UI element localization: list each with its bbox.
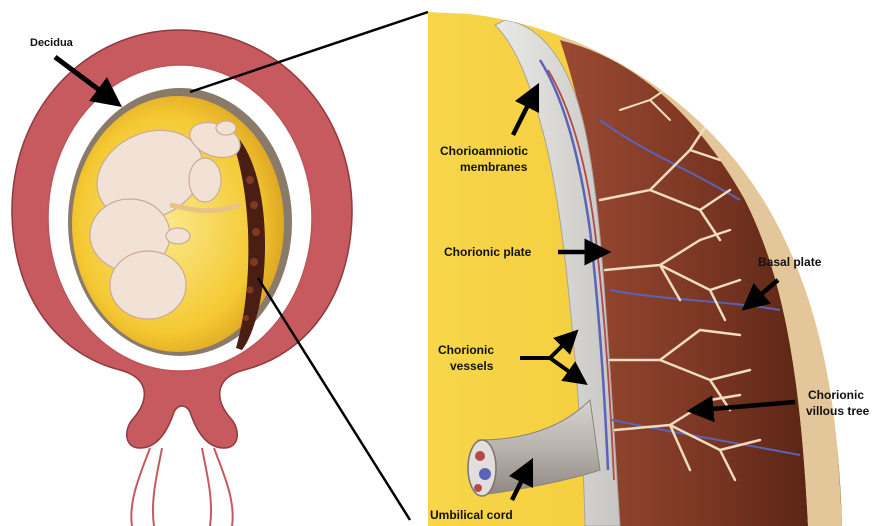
cervix [131,448,232,526]
label-chorionic-vessels-line1: Chorionic [438,343,494,357]
label-chorioamniotic-line2: membranes [460,160,528,174]
zoom-line-bottom [258,278,410,520]
label-chorionic-plate: Chorionic plate [444,245,532,259]
label-villous-tree-line2: villous tree [806,404,870,418]
label-chorionic-vessels-line2: vessels [450,359,494,373]
label-decidua: Decidua [30,37,74,49]
label-umbilical-cord: Umbilical cord [430,508,513,522]
label-basal-plate: Basal plate [758,255,822,269]
uterus-overview [12,30,352,526]
label-villous-tree-line1: Chorionic [808,388,864,402]
label-chorioamniotic-line1: Chorioamniotic [440,144,528,158]
